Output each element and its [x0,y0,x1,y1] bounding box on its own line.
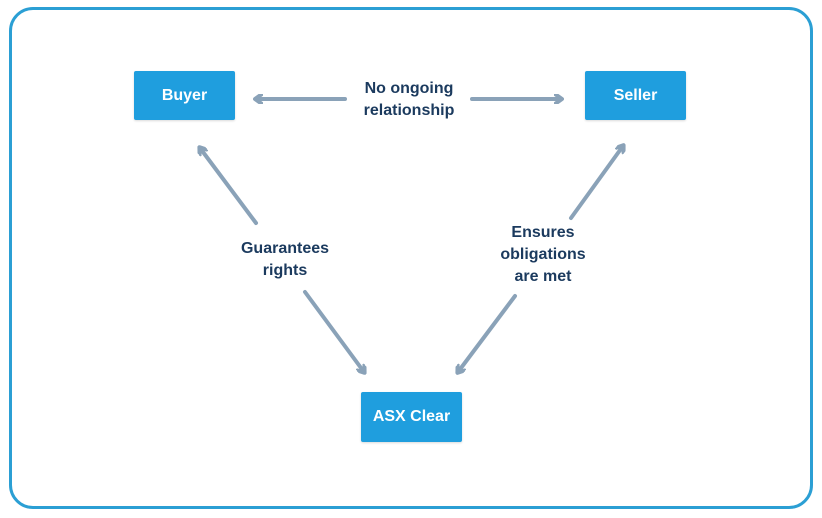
label-ensures-obligations: Ensures obligations are met [478,222,608,288]
label-line: rights [262,262,308,279]
label-line: Ensures [511,224,575,241]
label-no-ongoing-relationship: No ongoing relationship [340,78,478,122]
arrow-to-asx-from-buyer [303,290,364,372]
label-line: obligations [500,246,586,263]
node-buyer: Buyer [134,71,235,120]
arrow-asx-to-buyer [200,148,258,225]
label-guarantees-rights: Guarantees rights [220,238,350,282]
arrow-to-asx-from-seller [458,294,517,372]
label-line: No ongoing [364,80,454,97]
node-seller: Seller [585,71,686,120]
label-line: relationship [363,102,455,119]
label-line: are met [514,268,572,285]
arrow-asx-to-seller [569,146,623,220]
label-line: Guarantees [240,240,330,257]
diagram-frame [9,7,813,509]
node-asx-clear: ASX Clear [361,392,462,442]
